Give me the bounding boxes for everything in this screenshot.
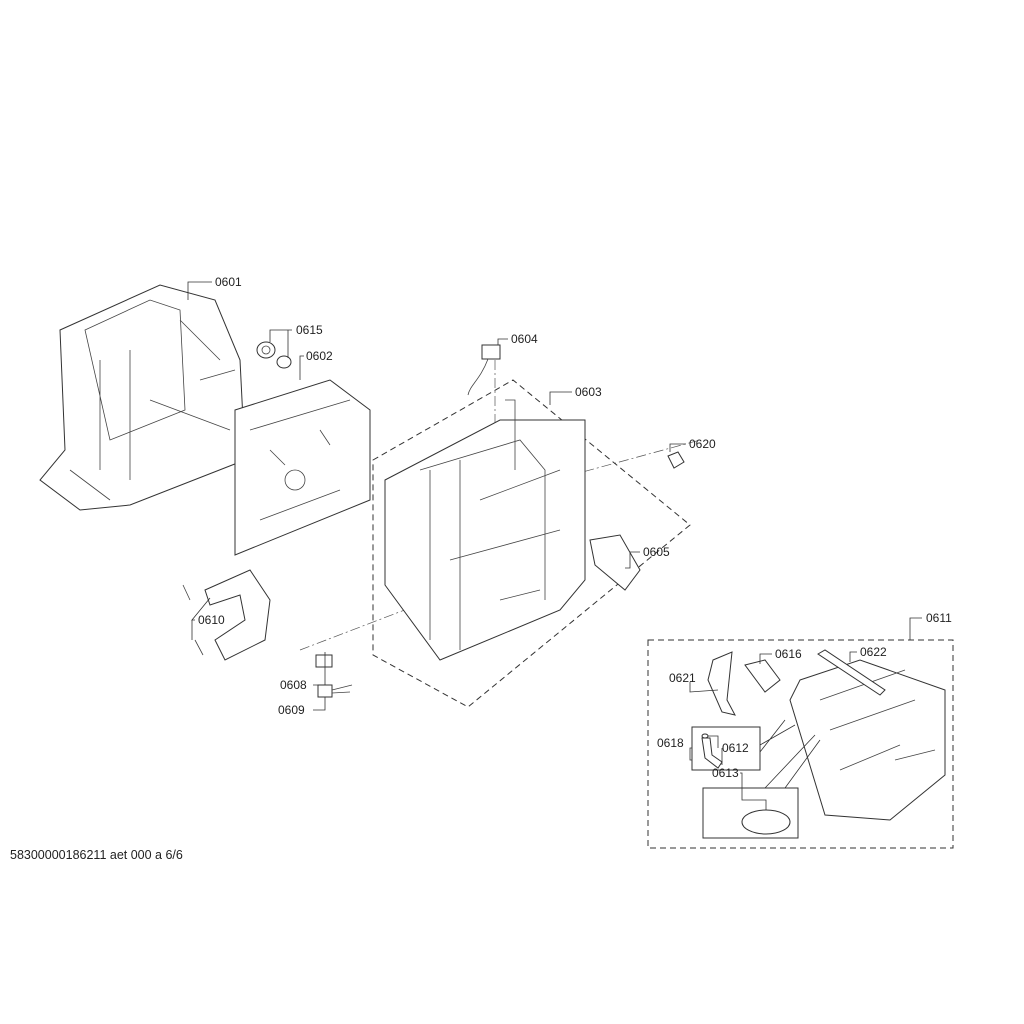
label-0608: 0608	[280, 678, 307, 692]
assembly-0603-boundary	[372, 379, 691, 708]
part-0609-switch	[317, 684, 353, 698]
part-0602-plate	[234, 379, 371, 556]
part-0605-lever	[589, 534, 641, 591]
part-0601-frame	[39, 284, 246, 511]
label-0601: 0601	[215, 275, 242, 289]
part-0604-sensor	[467, 344, 501, 396]
part-0620-clip	[667, 451, 685, 469]
label-0605: 0605	[643, 545, 670, 559]
label-0613: 0613	[712, 766, 739, 780]
part-0610-spring-bracket	[182, 569, 271, 661]
part-0611-brew-unit	[789, 659, 946, 821]
label-0611: 0611	[926, 611, 952, 625]
part-0616-valve	[744, 659, 781, 693]
label-0604: 0604	[511, 332, 538, 346]
part-0612-seal	[701, 733, 709, 739]
label-0622: 0622	[860, 645, 887, 659]
label-0612: 0612	[722, 741, 749, 755]
part-0615-bushing	[256, 341, 292, 369]
label-0609: 0609	[278, 703, 305, 717]
part-0621-lever	[707, 651, 736, 716]
label-0616: 0616	[775, 647, 802, 661]
label-0603: 0603	[575, 385, 602, 399]
assembly-0611-boundary	[647, 639, 954, 849]
part-0608-holder	[315, 654, 333, 668]
label-0610: 0610	[198, 613, 225, 627]
part-0622-cover	[817, 649, 886, 696]
label-0621: 0621	[669, 671, 696, 685]
part-0613-o-ring	[741, 809, 791, 835]
part-0603-housing	[384, 399, 586, 661]
label-0618: 0618	[657, 736, 684, 750]
label-0602: 0602	[306, 349, 333, 363]
label-0615: 0615	[296, 323, 323, 337]
label-0620: 0620	[689, 437, 716, 451]
drawing-number: 58300000186211 aet 000 a 6/6	[10, 848, 183, 862]
